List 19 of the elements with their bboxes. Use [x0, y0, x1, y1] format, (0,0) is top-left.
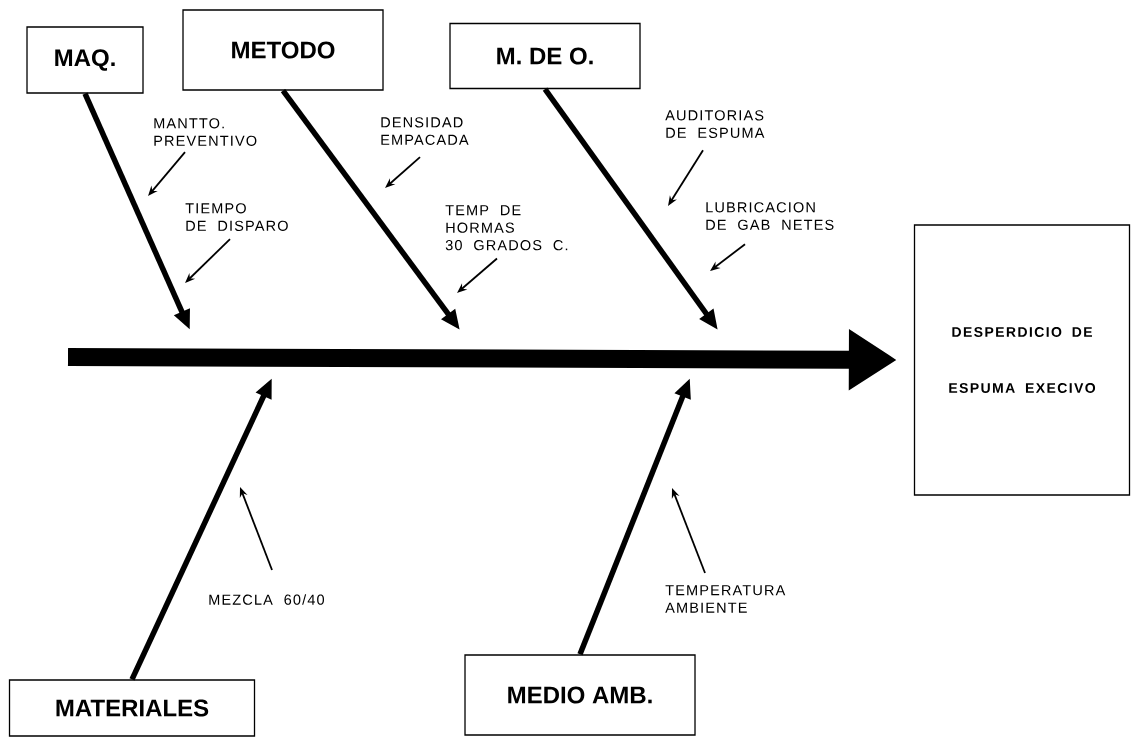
arrow	[385, 156, 421, 188]
cause-text: AUDITORIAS DE ESPUMA	[665, 110, 765, 138]
effect-box: DESPERDICIO DE ESPUMA EXECIVO	[913, 224, 1131, 496]
cause-text: TEMP DE HORMAS 30 GRADOS C.	[445, 205, 568, 251]
cause-text: TEMPERATURA AMBIENTE	[665, 585, 786, 613]
arrow	[185, 238, 231, 283]
cause-text: MEZCLA 60/40	[209, 594, 325, 605]
cause-text: DENSIDAD EMPACADA	[381, 117, 469, 145]
cause-box: MEDIO AMB.	[464, 654, 696, 736]
arrow	[457, 257, 498, 293]
cause-box: MAQ.	[26, 26, 144, 94]
cause-text: TIEMPO DE DISPARO	[185, 203, 288, 231]
cause-box: M. DE O.	[449, 22, 641, 90]
cause-box: METODO	[182, 9, 384, 91]
cause-text: MANTTO. PREVENTIVO	[154, 118, 257, 146]
arrow	[710, 243, 746, 271]
cause-box: MATERIALES	[8, 679, 256, 737]
arrow	[148, 151, 186, 196]
cause-text: LUBRICACION DE GAB NETES	[706, 202, 834, 230]
